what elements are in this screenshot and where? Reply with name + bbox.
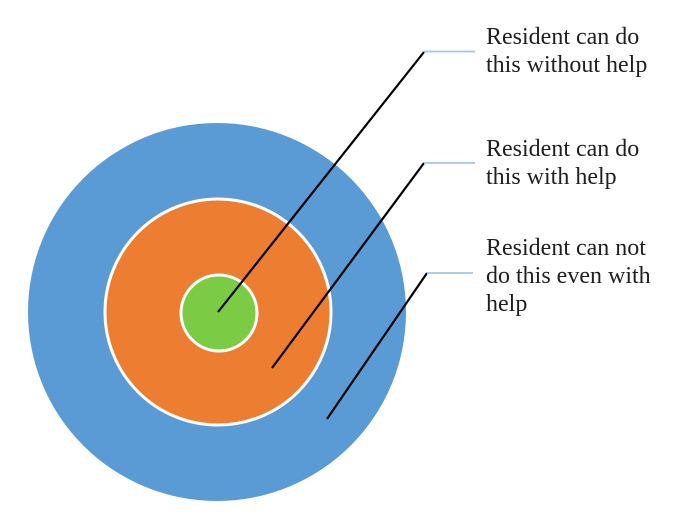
leader-line-inner: [217, 51, 425, 313]
label-line: do this even with: [486, 263, 651, 289]
label-line: Resident can not: [486, 235, 646, 261]
label-line: this without help: [486, 52, 648, 78]
label-can-do-without-help: Resident can do this without help: [486, 23, 686, 79]
label-can-do-with-help: Resident can do this with help: [486, 135, 686, 191]
leader-line-middle: [271, 162, 425, 369]
label-line: Resident can do: [486, 24, 640, 50]
label-line: Resident can do: [486, 136, 640, 162]
label-line: this with help: [486, 164, 617, 190]
inner-circle: [179, 273, 259, 353]
label-can-not-do-even-with-help: Resident can not do this even with help: [486, 234, 686, 318]
label-line: help: [486, 291, 528, 317]
leader-line-outer: [326, 272, 428, 420]
